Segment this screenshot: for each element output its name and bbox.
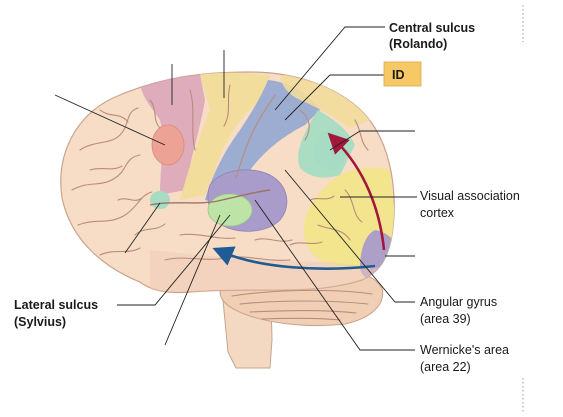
label-central-sulcus: Central sulcus (389, 21, 475, 35)
leader-lines (54, 26, 417, 351)
frontal-operculum-spot (150, 191, 170, 209)
id-badge-label: ID (392, 68, 405, 82)
label-angular-gyrus-area: (area 39) (420, 312, 471, 326)
lateral-sulcus-line (149, 189, 271, 206)
cerebellum-folia (231, 289, 373, 321)
brocas-area (151, 124, 185, 166)
label-wernickes-area-number: (area 22) (420, 360, 471, 374)
motor-cortex (180, 72, 270, 200)
id-badge (383, 61, 422, 87)
label-visual-association: Visual association (420, 189, 520, 203)
label-wernickes-area: Wernicke's area (420, 343, 509, 357)
label-lateral-sulcus: Lateral sulcus (14, 298, 98, 312)
wernicke-pathway-arrow (212, 246, 376, 270)
inferior-temporal (150, 250, 380, 292)
label-lateral-sulcus-alt: (Sylvius) (14, 315, 66, 329)
label-angular-gyrus: Angular gyrus (420, 295, 497, 309)
visual-to-angular-arrow (327, 132, 386, 251)
label-central-sulcus-alt: (Rolando) (389, 37, 447, 51)
label-visual-association-cortex: cortex (420, 206, 455, 220)
